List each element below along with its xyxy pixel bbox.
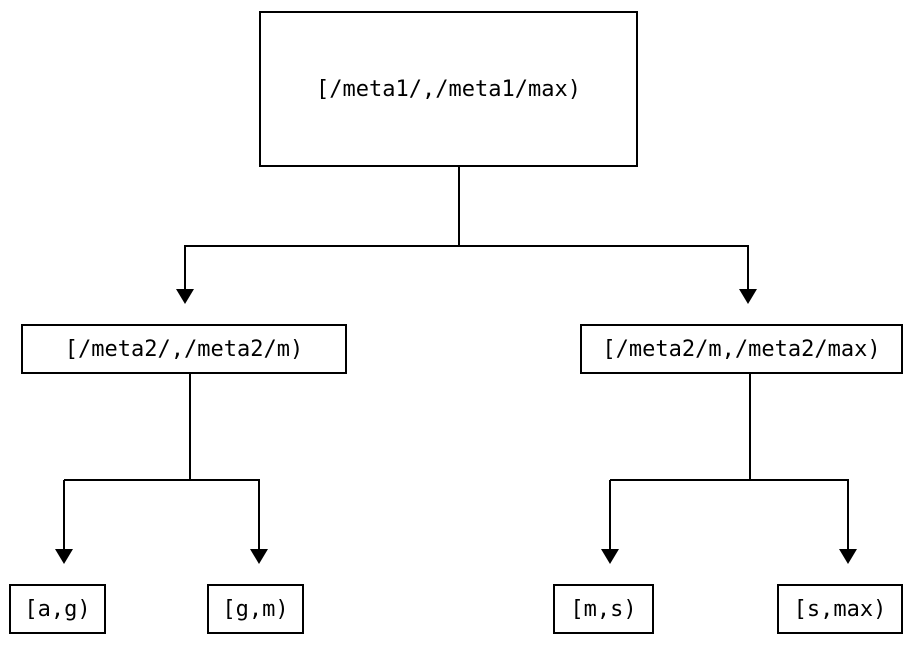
tree-node-root-label: [/meta1/,/meta1/max) — [316, 76, 581, 102]
tree-node-leaf-g-m[interactable]: [g,m) — [207, 584, 304, 634]
edge-branch-right-to-leaves — [601, 374, 857, 564]
tree-node-leaf-g-m-label: [g,m) — [222, 596, 289, 622]
arrowhead-to-branch-right — [739, 289, 757, 304]
arrowhead-to-leaf-g-m — [250, 549, 268, 564]
edge-branch-left-to-leaves — [55, 374, 268, 564]
tree-node-leaf-a-g[interactable]: [a,g) — [9, 584, 106, 634]
arrowhead-to-leaf-s-max — [839, 549, 857, 564]
arrowhead-to-leaf-a-g — [55, 549, 73, 564]
tree-node-leaf-s-max-label: [s,max) — [793, 596, 887, 622]
arrowhead-to-branch-left — [176, 289, 194, 304]
tree-node-leaf-a-g-label: [a,g) — [24, 596, 91, 622]
tree-node-branch-right[interactable]: [/meta2/m,/meta2/max) — [580, 324, 903, 374]
tree-node-branch-right-label: [/meta2/m,/meta2/max) — [602, 336, 881, 362]
tree-node-leaf-s-max[interactable]: [s,max) — [777, 584, 903, 634]
tree-node-leaf-m-s[interactable]: [m,s) — [553, 584, 654, 634]
arrowhead-to-leaf-m-s — [601, 549, 619, 564]
tree-node-root[interactable]: [/meta1/,/meta1/max) — [259, 11, 638, 167]
tree-node-branch-left-label: [/meta2/,/meta2/m) — [64, 336, 304, 362]
tree-node-branch-left[interactable]: [/meta2/,/meta2/m) — [21, 324, 347, 374]
tree-node-leaf-m-s-label: [m,s) — [570, 596, 637, 622]
edge-root-to-branches — [176, 167, 757, 304]
